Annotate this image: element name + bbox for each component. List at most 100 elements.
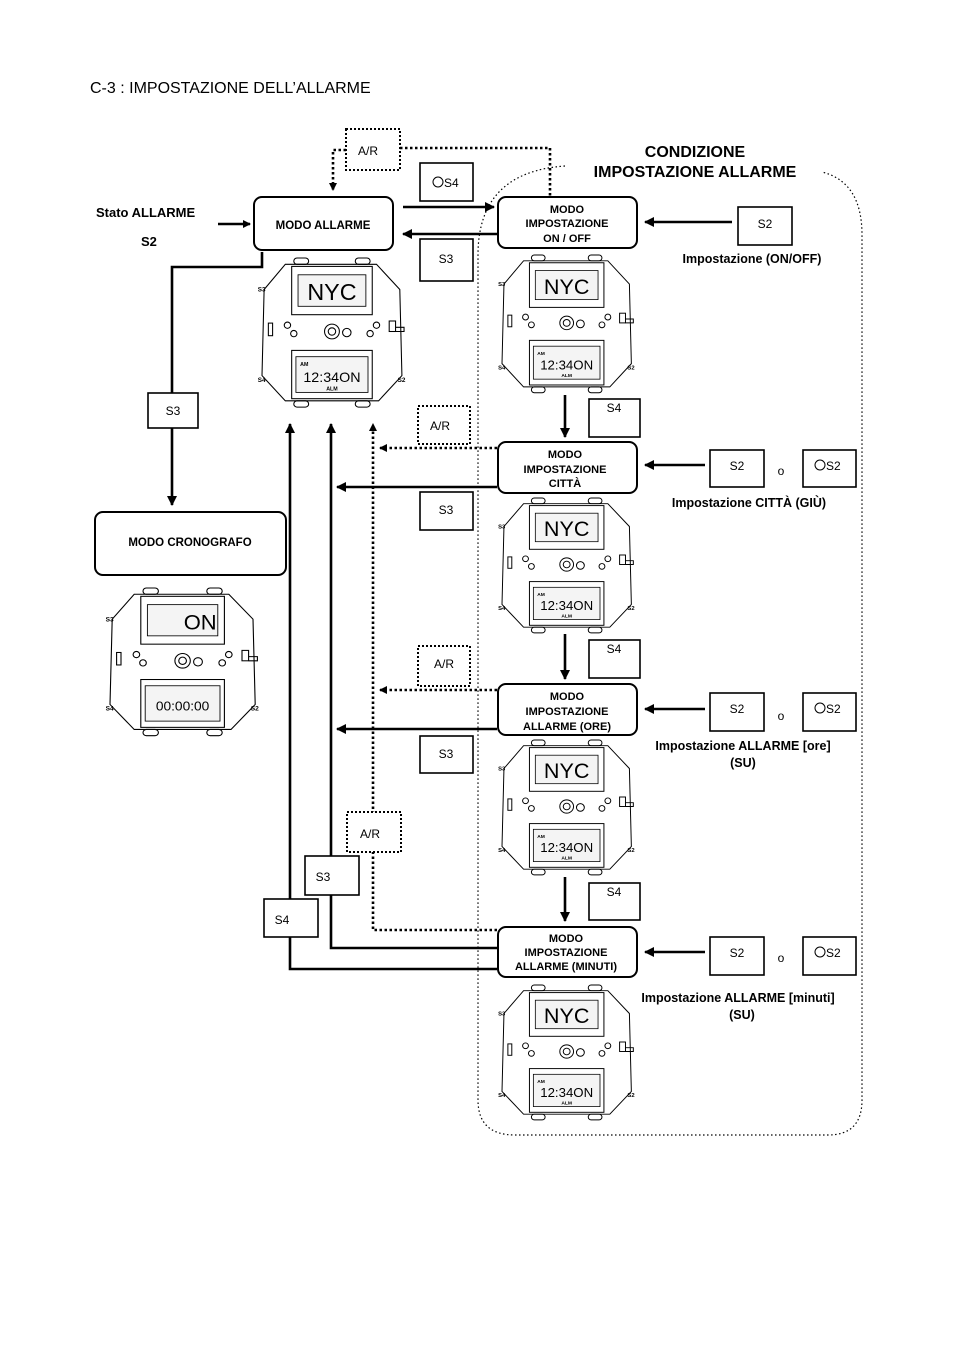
am-indicator: AM	[537, 592, 545, 598]
s3-label: S3	[439, 252, 454, 266]
s3-label: S3	[439, 503, 454, 517]
or-label: o	[778, 709, 785, 723]
mode-onoff-box	[497, 196, 638, 249]
mode-minute-box	[497, 926, 638, 978]
page-title: C-3 : IMPOSTAZIONE DELL’ALLARME	[90, 80, 371, 97]
bottom-display-text: 00:00:00	[156, 699, 210, 714]
crown-label-s3: S3	[498, 282, 506, 288]
am-indicator: AM	[537, 1079, 545, 1085]
s4-button-box	[263, 898, 319, 938]
mode-hour-line3: ALLARME (ORE)	[523, 721, 611, 733]
s2-button-box	[709, 692, 765, 732]
s2-hold-button-box	[802, 936, 857, 976]
am-indicator: AM	[300, 362, 309, 368]
caption-minute: Impostazione ALLARME [minuti]	[641, 991, 834, 1005]
s4-button-box	[588, 882, 641, 921]
caption-hour-direction: (SU)	[730, 756, 756, 770]
crown-label-s4: S4	[258, 377, 266, 384]
mode-hour-line1: MODO	[550, 691, 585, 703]
crown-label-s4: S4	[498, 365, 506, 371]
s2-button-box	[737, 206, 793, 246]
s3-button-box	[419, 735, 474, 774]
mode-alarm-box	[253, 196, 394, 251]
bottom-display	[532, 828, 601, 862]
top-display	[297, 274, 367, 307]
crown-label-s4: S4	[498, 1093, 506, 1099]
top-display-text: NYC	[544, 518, 590, 541]
center-button	[324, 323, 340, 340]
crown-label-s2: S2	[627, 365, 635, 371]
hold-icon	[814, 946, 826, 958]
mode-city-line1: MODO	[548, 449, 583, 461]
top-display	[534, 270, 599, 301]
bottom-display-text: 12:34ON	[540, 358, 593, 373]
crown-label-s3: S3	[498, 524, 505, 530]
s2-label: S2	[730, 702, 745, 716]
s4-button-box	[588, 639, 641, 679]
mode-onoff-line1: MODO	[550, 204, 585, 216]
bottom-display-text: 12:34ON	[540, 1085, 593, 1100]
or-label: o	[778, 951, 785, 965]
s3-label: S3	[166, 404, 181, 418]
bottom-display	[532, 1073, 601, 1107]
hold-icon	[814, 459, 826, 471]
bottom-display	[144, 685, 221, 722]
ar-return-line-top	[329, 148, 346, 191]
crown-label-s3: S3	[498, 766, 505, 772]
s4-label: S4	[275, 913, 290, 927]
s2-hold-button-box	[802, 692, 857, 732]
alm-indicator: ALM	[561, 614, 572, 620]
s4-return-minute	[285, 423, 497, 971]
crown-label-s2: S2	[398, 377, 406, 384]
crown-label-s4: S4	[498, 606, 506, 612]
caption-minute-direction: (SU)	[729, 1008, 755, 1022]
crown-label-s2: S2	[251, 706, 260, 713]
top-display-text: NYC	[544, 275, 589, 299]
arrow-to-chrono	[167, 252, 264, 506]
ar-label: A/R	[360, 827, 380, 841]
center-button	[174, 652, 191, 669]
bottom-display-text: 12:34ON	[540, 840, 593, 855]
s2-button-box	[709, 449, 765, 488]
crown-label-s3: S3	[498, 1011, 505, 1017]
mode-chrono-box	[94, 511, 287, 576]
mode-city-line2: IMPOSTAZIONE	[524, 464, 607, 476]
center-button	[559, 557, 575, 572]
alm-indicator: ALM	[326, 386, 338, 392]
top-display-text: NYC	[307, 279, 356, 305]
s2-label: S2	[730, 946, 745, 960]
mode-minute-line3: ALLARME (MINUTI)	[515, 961, 617, 973]
ar-button-box	[417, 645, 471, 687]
top-display	[534, 754, 599, 785]
bottom-display	[532, 586, 601, 620]
top-display-text: ON	[184, 611, 217, 634]
s2-hold-label: S2	[826, 702, 841, 716]
mode-onoff-line3: ON / OFF	[543, 233, 591, 245]
or-label: o	[778, 464, 785, 478]
crown-label-s3: S3	[106, 616, 115, 623]
crown-label-s4: S4	[106, 706, 115, 713]
s2-hold-label: S2	[826, 946, 841, 960]
hold-icon	[814, 702, 826, 714]
s2-label: S2	[758, 217, 773, 231]
settings-region-border	[477, 165, 863, 1136]
s4-hold-button-box	[419, 162, 474, 202]
bottom-display	[295, 356, 369, 393]
ar-return-minute	[369, 423, 497, 932]
crown-label-s4: S4	[498, 848, 506, 854]
top-display	[534, 512, 599, 543]
mode-minute-line2: IMPOSTAZIONE	[525, 947, 608, 959]
s2-hold-button-box	[802, 449, 857, 488]
crown-label-s2: S2	[627, 606, 634, 612]
s3-label: S3	[439, 747, 454, 761]
start-button-label: S2	[141, 234, 157, 249]
bottom-display-text: 12:34ON	[303, 370, 360, 386]
center-button	[559, 799, 575, 814]
mode-city-box	[497, 441, 638, 494]
top-display-text: NYC	[544, 1005, 590, 1028]
